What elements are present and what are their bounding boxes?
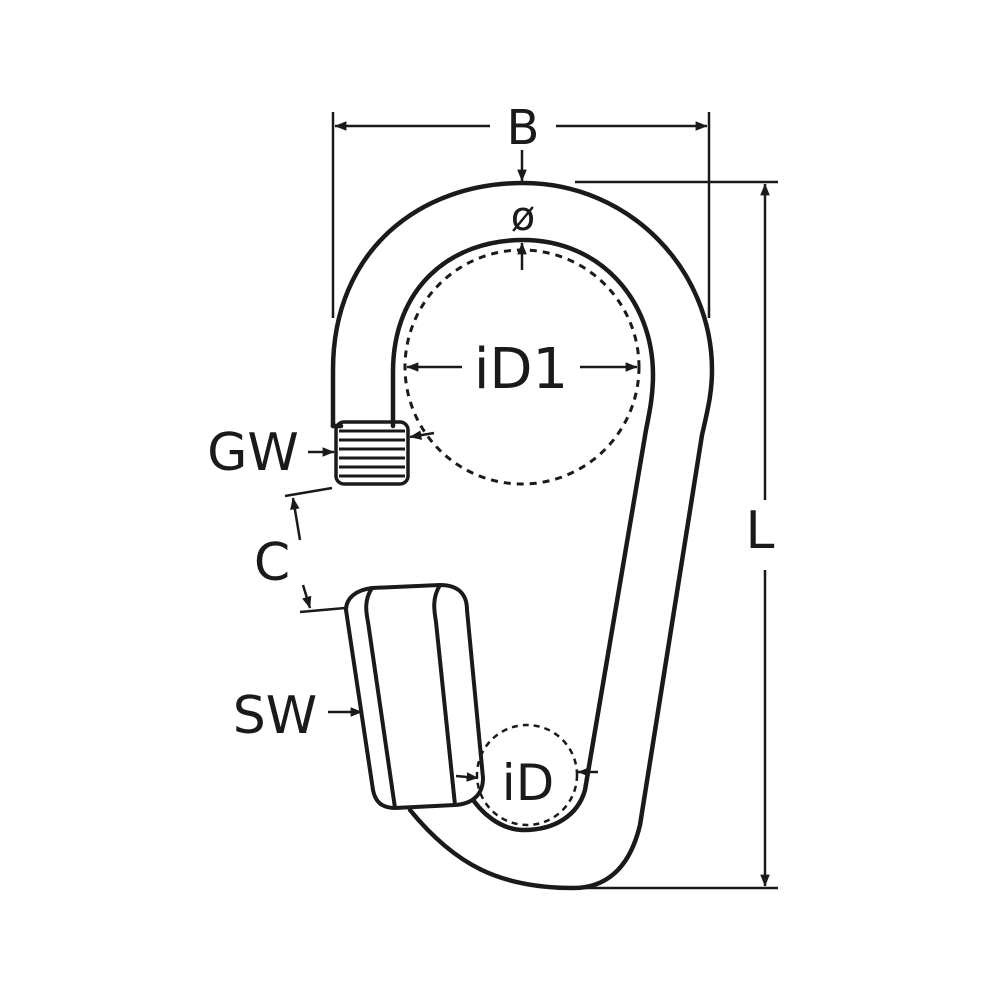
labels: B ø iD1 GW C L SW iD <box>207 100 774 812</box>
label-inner-diameter-small: iD <box>502 754 554 812</box>
hex-nut <box>344 583 485 810</box>
label-length: L <box>746 501 775 561</box>
c-extension-top <box>284 486 333 498</box>
thread-lines <box>339 429 405 478</box>
thread-outline <box>334 420 410 486</box>
dimension-lines <box>284 112 778 890</box>
c-arrow-bottom <box>301 584 312 609</box>
outer-contour <box>330 180 715 891</box>
id-arrow-left <box>455 772 479 782</box>
nut-facet-left <box>364 586 397 809</box>
label-inner-diameter-large: iD1 <box>474 337 568 402</box>
c-arrow-top <box>290 497 302 541</box>
label-diameter: ø <box>511 194 535 240</box>
inner-contour <box>390 237 656 833</box>
label-wrench-size: SW <box>233 686 317 746</box>
label-thread: GW <box>207 423 299 483</box>
label-width: B <box>507 100 540 156</box>
c-extension-bottom <box>299 606 346 614</box>
label-gap: C <box>254 533 290 593</box>
nut-facet-right <box>432 583 457 806</box>
gw-arrow-right <box>409 430 435 440</box>
thread-section <box>334 420 410 486</box>
